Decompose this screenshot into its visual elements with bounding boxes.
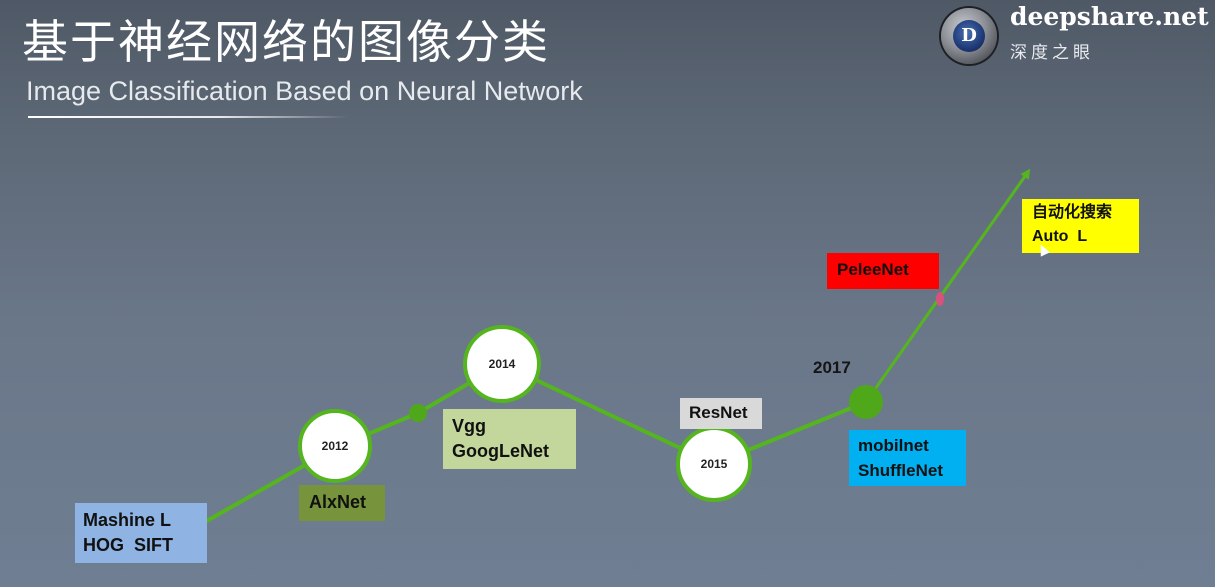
- box-peleenet: PeleeNet: [827, 253, 939, 289]
- box-auto-line-1: 自动化搜索: [1032, 204, 1113, 221]
- box-vgg-line-2: GoogLeNet: [452, 441, 549, 461]
- box-auto-line-2: Auto L: [1032, 228, 1088, 245]
- logo-subtitle: 深度之眼: [1010, 43, 1094, 63]
- box-resnet-line-1: ResNet: [689, 403, 748, 422]
- page-subtitle: Image Classification Based on Neural Net…: [26, 76, 583, 106]
- logo-icon: D: [941, 8, 997, 64]
- box-auto: 自动化搜索 Auto L: [1022, 199, 1139, 253]
- milestone-dot: [409, 404, 427, 422]
- page-title: 基于神经网络的图像分类: [22, 15, 550, 69]
- box-peleenet-line-1: PeleeNet: [837, 260, 909, 279]
- logo-letter: D: [953, 20, 985, 52]
- pink-dot: [936, 292, 944, 306]
- box-mobilenet-line-1: mobilnet: [858, 436, 929, 455]
- box-vgg-line-1: Vgg: [452, 416, 486, 436]
- box-mobilenet-line-2: ShuffleNet: [858, 461, 943, 480]
- node-label-2012: 2012: [321, 439, 349, 453]
- node-2014: [463, 325, 541, 403]
- box-mobilenet: mobilnet ShuffleNet: [849, 430, 966, 486]
- year-2017-label: 2017: [813, 358, 851, 377]
- node-2012: [298, 409, 372, 483]
- box-mashine: Mashine L HOG SIFT: [75, 503, 207, 563]
- box-vgg: Vgg GoogLeNet: [443, 409, 576, 469]
- title-underline: [28, 116, 348, 118]
- node-label-2014: 2014: [488, 357, 516, 371]
- timeline-arrow: [864, 168, 1031, 403]
- box-mashine-line-1: Mashine L: [83, 510, 172, 530]
- box-mashine-line-2: HOG SIFT: [83, 535, 173, 555]
- box-alexnet-line-1: AlxNet: [309, 492, 367, 512]
- milestone-2017-dot: [849, 385, 883, 419]
- logo-name: deepshare.net: [1010, 2, 1209, 31]
- box-alexnet: AlxNet: [299, 485, 385, 521]
- box-resnet: ResNet: [680, 398, 762, 429]
- node-label-2015: 2015: [700, 457, 728, 471]
